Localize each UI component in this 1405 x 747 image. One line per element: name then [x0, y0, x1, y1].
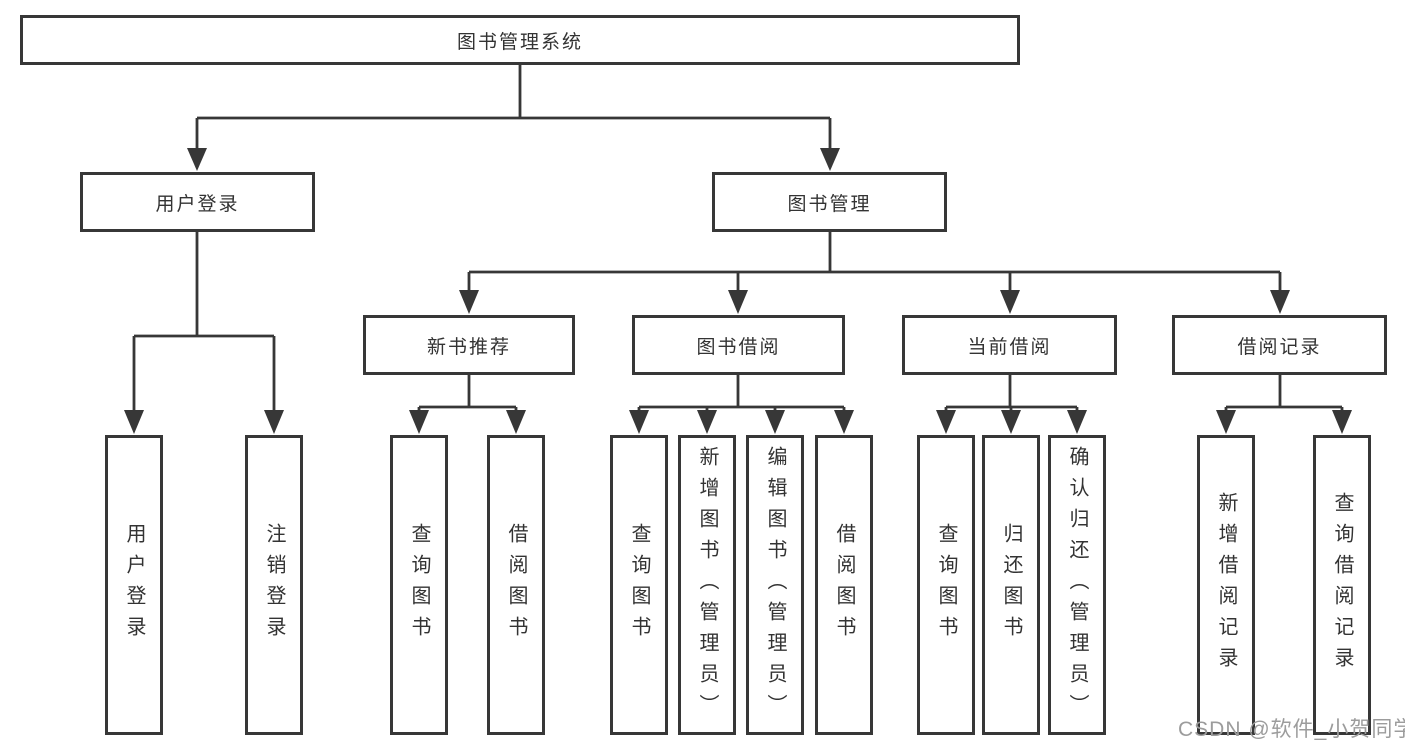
node-label: 查询图书 — [935, 523, 957, 647]
node-label: 借阅图书 — [505, 523, 527, 647]
leaf-return-books: 归还图书 — [982, 435, 1040, 735]
node-book-borrowing: 图书借阅 — [632, 315, 845, 375]
node-label: 归还图书 — [1000, 523, 1022, 647]
node-label: 借阅图书 — [833, 523, 855, 647]
leaf-confirm-return-admin: 确认归还（管理员） — [1048, 435, 1106, 735]
node-label: 用户登录 — [155, 193, 240, 215]
leaf-logout-login: 注销登录 — [245, 435, 303, 735]
node-root-system: 图书管理系统 — [20, 15, 1020, 65]
leaf-add-books-admin: 新增图书（管理员） — [678, 435, 736, 735]
node-new-book-recommend: 新书推荐 — [363, 315, 575, 375]
node-label: 用户登录 — [123, 523, 145, 647]
node-label: 注销登录 — [263, 523, 285, 647]
node-label: 新增图书（管理员） — [696, 445, 718, 725]
leaf-borrow-books-recommend: 借阅图书 — [487, 435, 545, 735]
node-label: 新增借阅记录 — [1215, 492, 1237, 678]
node-user-login: 用户登录 — [80, 172, 315, 232]
node-label: 新书推荐 — [426, 336, 511, 358]
node-label: 图书借阅 — [696, 336, 781, 358]
node-label: 图书管理系统 — [456, 31, 583, 53]
node-current-borrowing: 当前借阅 — [902, 315, 1117, 375]
csdn-watermark: CSDN @软件_小贺同学 — [1178, 718, 1405, 741]
leaf-edit-books-admin: 编辑图书（管理员） — [746, 435, 804, 735]
node-label: 确认归还（管理员） — [1066, 445, 1088, 725]
node-label: 编辑图书（管理员） — [764, 445, 786, 725]
leaf-query-books-borrow: 查询图书 — [610, 435, 668, 735]
node-label: 当前借阅 — [967, 336, 1052, 358]
leaf-add-borrow-record: 新增借阅记录 — [1197, 435, 1255, 735]
leaf-borrow-books: 借阅图书 — [815, 435, 873, 735]
leaf-query-books-recommend: 查询图书 — [390, 435, 448, 735]
node-label: 查询借阅记录 — [1331, 492, 1353, 678]
node-label: 查询图书 — [628, 523, 650, 647]
node-label: 图书管理 — [787, 193, 872, 215]
node-label: 借阅记录 — [1237, 336, 1322, 358]
leaf-query-books-current: 查询图书 — [917, 435, 975, 735]
leaf-user-login: 用户登录 — [105, 435, 163, 735]
leaf-query-borrow-record: 查询借阅记录 — [1313, 435, 1371, 735]
node-label: 查询图书 — [408, 523, 430, 647]
node-book-management: 图书管理 — [712, 172, 947, 232]
node-borrowing-records: 借阅记录 — [1172, 315, 1387, 375]
